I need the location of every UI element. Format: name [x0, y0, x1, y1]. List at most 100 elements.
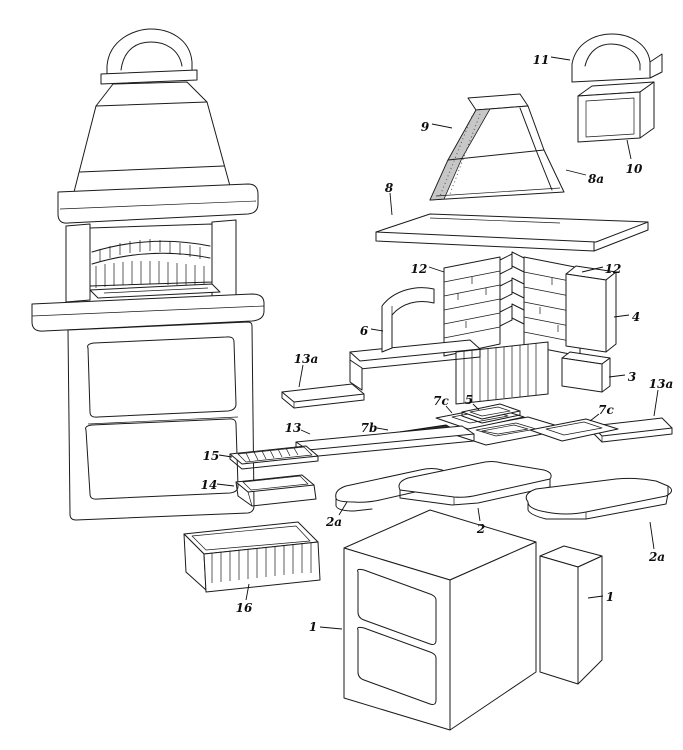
part-label-2a: 2a: [325, 501, 348, 529]
part-label-8a: 8a: [565, 169, 604, 186]
part-number-text: 16: [236, 601, 253, 615]
leader-line: [300, 429, 311, 435]
leader-line: [370, 328, 384, 332]
part-number-text: 3: [628, 370, 636, 384]
leader-line: [587, 595, 604, 599]
part-number-text: 7b: [361, 421, 378, 435]
assembled-base: [67, 321, 255, 521]
part-label-7c: 7c: [589, 403, 615, 422]
part-number-text: 2a: [325, 515, 342, 529]
part-number-text: 1: [309, 620, 317, 634]
leader-line: [245, 583, 250, 601]
leader-line: [477, 507, 481, 522]
part-3-block: [561, 351, 611, 393]
part-number-text: 1: [606, 590, 614, 604]
leader-line: [298, 364, 304, 388]
leader-line: [626, 139, 632, 160]
part-label-3: 3: [608, 370, 636, 384]
part-15-grate: [229, 445, 319, 470]
part-label-6: 6: [360, 324, 384, 338]
leader-line: [472, 403, 480, 411]
part-number-text: 5: [465, 393, 473, 407]
part-label-13: 13: [285, 421, 311, 435]
part-number-text: 9: [421, 120, 430, 134]
part-label-5: 5: [465, 393, 480, 411]
assembled-hood: [73, 81, 231, 193]
assembled-firebox: [65, 219, 237, 303]
assembled-mantle-shelf: [57, 183, 259, 224]
leader-line: [613, 314, 630, 318]
part-10-chimney-box: [577, 81, 655, 143]
part-4-side-panel: [565, 265, 617, 353]
leader-line: [608, 374, 626, 378]
part-9-hood: [429, 93, 565, 201]
leader-line: [218, 454, 233, 458]
part-6-arch-console: [381, 287, 435, 353]
part-number-text: 8a: [588, 172, 604, 186]
leader-line: [581, 266, 604, 273]
leader-line: [389, 192, 393, 216]
leader-line: [649, 521, 655, 550]
part-13a-left-plank: [281, 383, 365, 409]
part-2-center-slab: [398, 461, 552, 506]
part-11-chimney-cap: [571, 33, 663, 83]
part-label-4: 4: [613, 310, 640, 324]
part-14-ash-pan: [235, 474, 317, 507]
part-number-text: 12: [411, 262, 428, 276]
left-support-rail: [349, 339, 481, 391]
part-number-text: 2: [476, 522, 485, 536]
part-8-mantle-slab: [375, 213, 649, 252]
part-number-text: 2a: [648, 550, 665, 564]
part-label-7c: 7c: [433, 394, 453, 414]
assembled-view: [31, 28, 265, 521]
part-label-12: 12: [581, 262, 622, 276]
part-number-text: 14: [201, 478, 218, 492]
assembled-chimney-cap: [100, 28, 198, 85]
part-label-8: 8: [385, 181, 394, 216]
part-label-1: 1: [309, 620, 343, 634]
part-label-2: 2: [476, 507, 485, 536]
leader-line: [445, 405, 453, 414]
part-label-13a: 13a: [294, 352, 318, 388]
part-13-board: [295, 425, 475, 458]
part-number-text: 4: [632, 310, 640, 324]
leader-line: [589, 413, 600, 422]
part-label-16: 16: [236, 583, 253, 615]
part-number-text: 12: [605, 262, 622, 276]
part-number-text: 13a: [294, 352, 318, 366]
part-1-right-column: [539, 545, 603, 685]
assembled-counter-slab: [31, 293, 265, 332]
part-label-13a: 13a: [649, 377, 673, 417]
part-label-7b: 7b: [361, 421, 389, 435]
part-label-12: 12: [411, 262, 445, 276]
part-label-2a: 2a: [648, 521, 665, 564]
leader-line: [653, 389, 659, 417]
part-16-charcoal-basket: [183, 521, 321, 593]
leader-line: [338, 501, 348, 516]
part-label-11: 11: [533, 53, 571, 67]
part-number-text: 13: [285, 421, 302, 435]
leader-line: [431, 123, 453, 129]
part-number-text: 13a: [649, 377, 673, 391]
leader-line: [565, 169, 587, 176]
part-number-text: 7c: [598, 403, 614, 417]
part-2a-right-shelf: [525, 477, 672, 520]
part-number-text: 15: [203, 449, 220, 463]
leader-line: [428, 266, 445, 273]
part-number-text: 8: [385, 181, 394, 195]
part-label-14: 14: [201, 478, 235, 492]
part-label-10: 10: [626, 139, 643, 176]
part-12-left-brick-wall: [443, 253, 513, 357]
part-label-1: 1: [587, 590, 614, 604]
part-number-text: 6: [360, 324, 369, 338]
leader-line: [319, 626, 343, 630]
part-1-left-base: [343, 509, 537, 731]
part-5-tray: [461, 403, 521, 424]
part-number-text: 10: [626, 162, 643, 176]
part-number-text: 7c: [433, 394, 449, 408]
part-label-9: 9: [421, 120, 453, 134]
part-label-15: 15: [203, 449, 233, 463]
